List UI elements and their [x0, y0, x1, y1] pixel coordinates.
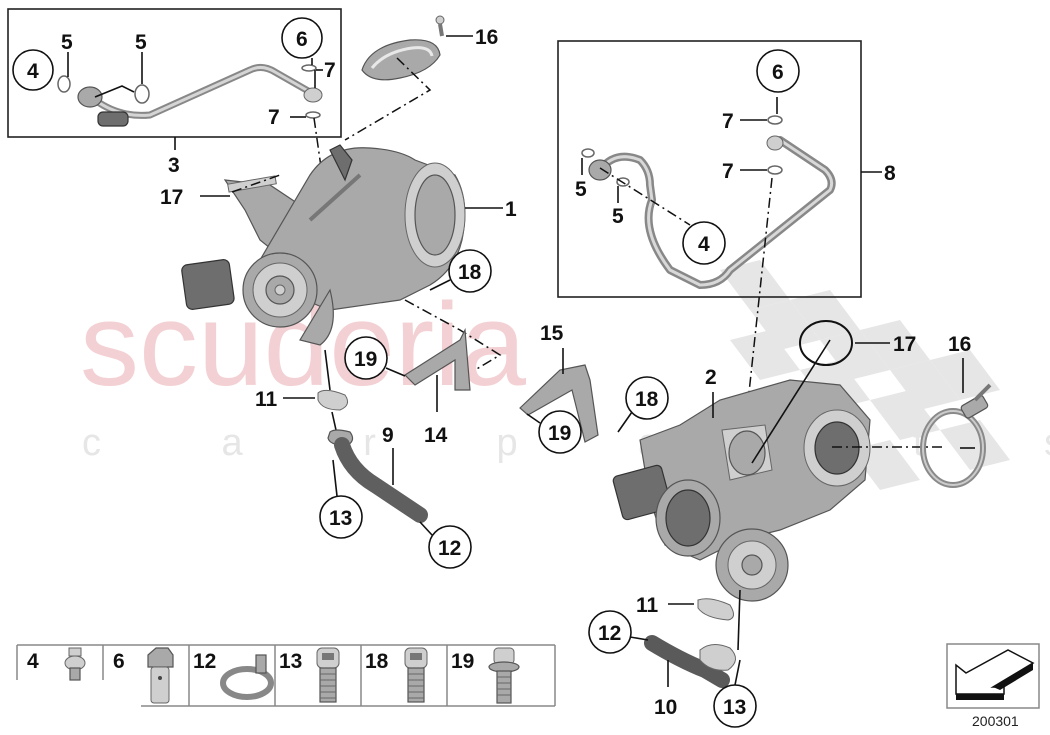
- callout-5-label: 5: [135, 31, 147, 54]
- bracket-14[interactable]: [404, 327, 471, 391]
- socket-head-bolt-icon: [404, 647, 428, 703]
- legend-number: 18: [365, 650, 389, 673]
- callout-17-label: 17: [160, 186, 183, 209]
- callout-11-label: 11: [255, 388, 278, 411]
- seal-ring: [767, 165, 783, 175]
- callout-4-label: 4: [698, 233, 710, 256]
- banjo-bolt-icon: [147, 647, 174, 704]
- callout-19-label: 19: [548, 422, 571, 445]
- callout-4[interactable]: [682, 221, 726, 265]
- callout-16-label: 16: [948, 333, 971, 356]
- callout-7-label: 7: [722, 110, 734, 133]
- callout-17-label: 17: [893, 333, 916, 356]
- callout-19[interactable]: [538, 410, 582, 454]
- oil-return-pipe-10[interactable]: [644, 635, 736, 688]
- callout-10-label: 10: [654, 696, 677, 719]
- callout-18-label: 18: [635, 388, 659, 411]
- gasket-ring-17[interactable]: [799, 320, 853, 366]
- legend-item-13[interactable]: 13: [279, 647, 340, 703]
- reference-number: 200301: [972, 713, 1019, 729]
- callout-5-label: 5: [61, 31, 73, 54]
- seal-ring: [767, 115, 783, 125]
- legend-item-12[interactable]: 12: [193, 650, 274, 700]
- legend-number: 12: [193, 650, 216, 673]
- legend-number: 13: [279, 650, 302, 673]
- gasket-11[interactable]: [697, 598, 734, 621]
- callout-16-label: 16: [475, 26, 498, 49]
- callout-2-label: 2: [705, 366, 717, 389]
- callout-1-label: 1: [505, 198, 517, 221]
- callout-7-label: 7: [324, 59, 336, 82]
- seal-ring: [616, 177, 630, 187]
- callout-6[interactable]: [281, 17, 323, 59]
- callout-4-label: 4: [27, 60, 39, 83]
- v-band-clamp-16[interactable]: [361, 15, 445, 81]
- callout-11-label: 11: [636, 594, 659, 617]
- callout-5-label: 5: [575, 178, 587, 201]
- seal-ring: [134, 84, 150, 104]
- legend-item-4[interactable]: 4: [27, 647, 86, 681]
- oil-line-group-box-8: [557, 40, 862, 298]
- v-band-clamp-16[interactable]: [920, 383, 992, 488]
- oil-feed-pipe-8[interactable]: [588, 135, 836, 289]
- callout-6-label: 6: [296, 28, 308, 51]
- gasket-11[interactable]: [317, 389, 349, 411]
- seal-ring: [301, 64, 317, 72]
- seal-ring: [57, 75, 71, 93]
- callout-12-label: 12: [598, 622, 621, 645]
- callout-13-label: 13: [329, 507, 352, 530]
- legend-item-18[interactable]: 18: [365, 647, 428, 703]
- socket-head-bolt-icon: [316, 647, 340, 703]
- callout-18-label: 18: [458, 261, 482, 284]
- callout-9-label: 9: [382, 424, 394, 447]
- callout-5-label: 5: [612, 205, 624, 228]
- seal-ring: [305, 111, 321, 119]
- orientation-arrow-icon: [955, 649, 1035, 700]
- legend-item-19[interactable]: 19: [451, 647, 520, 704]
- legend-number: 4: [27, 650, 39, 673]
- seal-ring: [581, 148, 595, 158]
- callout-18[interactable]: [625, 376, 669, 420]
- callout-19-label: 19: [354, 348, 377, 371]
- callout-13[interactable]: [319, 495, 363, 539]
- callout-6-label: 6: [772, 61, 784, 84]
- callout-13-label: 13: [723, 696, 746, 719]
- banjo-fitting-icon: [64, 647, 86, 681]
- turbocharger-1[interactable]: [181, 144, 466, 346]
- callout-12[interactable]: [428, 525, 472, 569]
- turbocharger-2[interactable]: [612, 379, 871, 602]
- callout-8-label: 8: [884, 162, 896, 185]
- oil-return-pipe-9[interactable]: [327, 429, 428, 523]
- callout-12-label: 12: [438, 537, 461, 560]
- callout-15-label: 15: [540, 322, 564, 345]
- legend-number: 19: [451, 650, 474, 673]
- callout-4[interactable]: [12, 49, 54, 91]
- callout-14-label: 14: [424, 424, 448, 447]
- callout-3-label: 3: [168, 154, 180, 177]
- legend-item-6[interactable]: 6: [113, 647, 174, 704]
- callout-19[interactable]: [344, 336, 388, 380]
- callout-7-label: 7: [722, 160, 734, 183]
- legend-number: 6: [113, 650, 125, 673]
- callout-7-label: 7: [268, 106, 280, 129]
- callout-6[interactable]: [756, 49, 800, 93]
- parts-legend: 4 6 12 13: [16, 644, 556, 707]
- callout-12[interactable]: [588, 610, 632, 654]
- callout-18[interactable]: [448, 249, 492, 293]
- bracket-15[interactable]: [519, 364, 599, 443]
- oil-feed-pipe-3[interactable]: [77, 63, 323, 127]
- torx-flange-bolt-icon: [488, 647, 520, 704]
- hose-clamp-icon: [220, 654, 274, 700]
